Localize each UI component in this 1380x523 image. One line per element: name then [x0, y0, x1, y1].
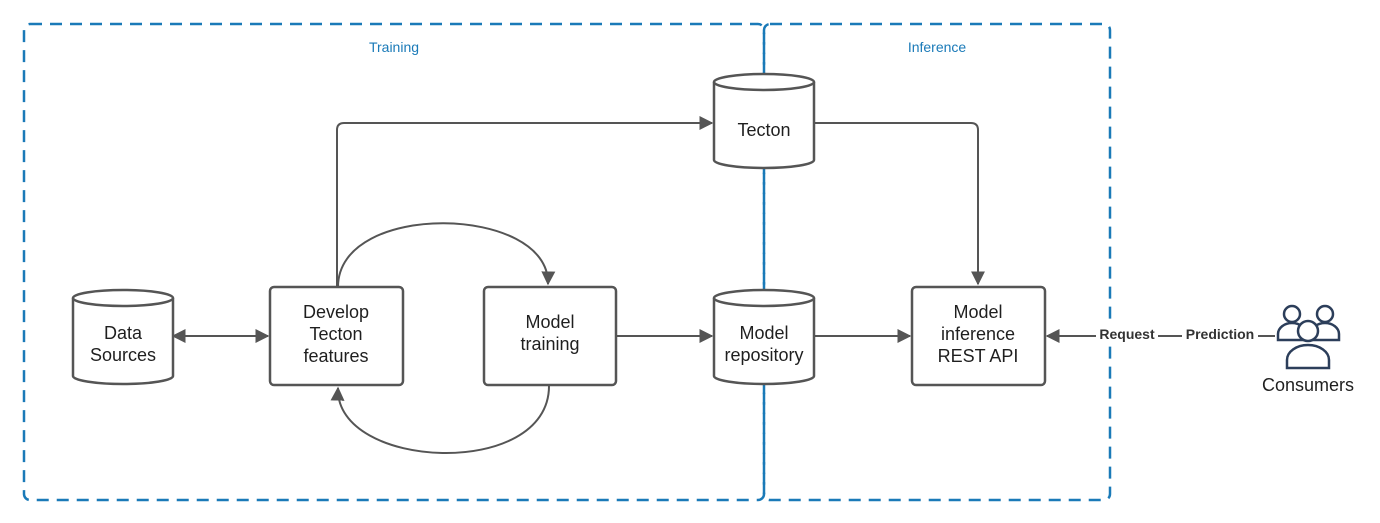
training-region-label: Training: [369, 39, 419, 55]
inference-region: [762, 22, 1112, 502]
model-repository-label-1: Model: [739, 323, 788, 343]
data-sources-node: Data Sources: [71, 288, 175, 386]
develop-features-label-3: features: [303, 346, 368, 366]
develop-features-node: Develop Tecton features: [268, 285, 405, 387]
model-repository-label-2: repository: [724, 345, 803, 365]
request-label-bg: [1096, 326, 1158, 344]
model-inference-label-3: REST API: [938, 346, 1019, 366]
develop-features-label-1: Develop: [303, 302, 369, 322]
model-training-label-1: Model: [525, 312, 574, 332]
model-inference-label-1: Model: [953, 302, 1002, 322]
model-training-label-2: training: [520, 334, 579, 354]
model-inference-label-2: inference: [941, 324, 1015, 344]
consumers-label: Consumers: [1262, 375, 1354, 395]
request-label: Request: [1099, 326, 1155, 342]
users-icon: [1276, 304, 1341, 370]
tecton-to-inference-edge: [814, 122, 985, 286]
develop-features-label-2: Tecton: [309, 324, 362, 344]
tecton-label: Tecton: [737, 120, 790, 140]
data-sources-label-2: Sources: [90, 345, 156, 365]
training-to-develop-edge: [330, 385, 550, 454]
prediction-label: Prediction: [1186, 326, 1254, 342]
prediction-label-bg: [1182, 326, 1258, 344]
model-repository-node: Model repository: [712, 288, 816, 386]
develop-to-training-edge: [337, 222, 556, 288]
inference-region-label: Inference: [908, 39, 967, 55]
tecton-node: Tecton: [712, 72, 816, 170]
model-inference-node: Model inference REST API: [910, 285, 1047, 387]
develop-to-tecton-edge: [336, 116, 714, 287]
model-training-node: Model training: [482, 285, 618, 387]
training-region: [22, 22, 766, 502]
data-sources-label-1: Data: [104, 323, 143, 343]
